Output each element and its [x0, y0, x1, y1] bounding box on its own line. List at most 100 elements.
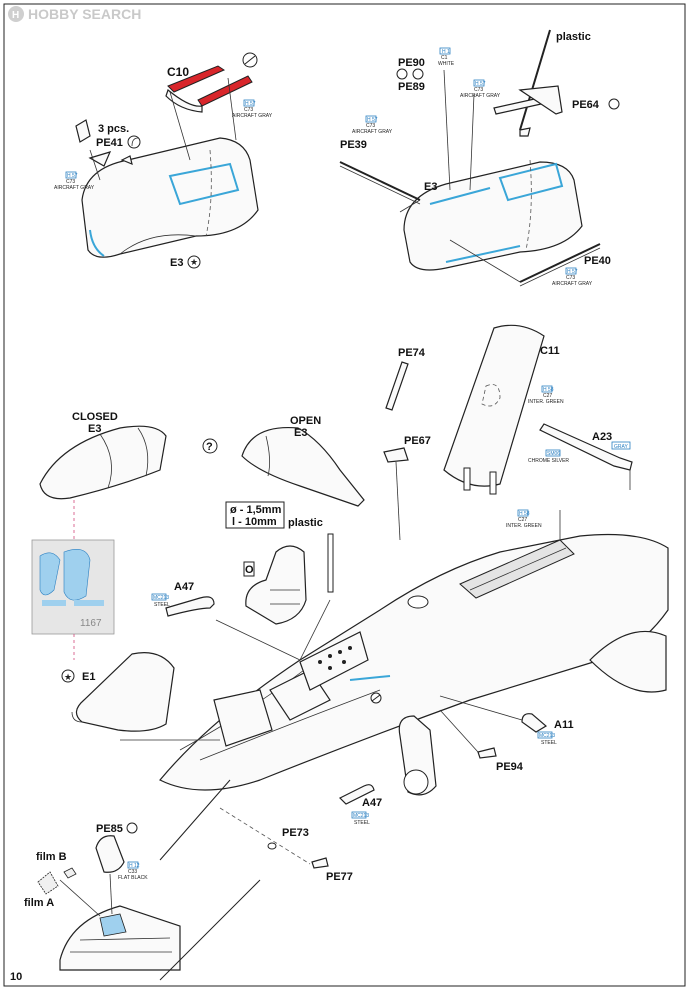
color-callout-aircraft-gray-pe89: H 57 C73 AIRCRAFT GRAY	[460, 79, 501, 99]
canopy-e1	[75, 652, 175, 732]
lower-parts: A11 MC213 STEEL PE94 A47 MC213 STEEL PE7…	[24, 695, 574, 981]
label-pe73: PE73	[282, 827, 309, 839]
label-a47-bottom: A47	[362, 797, 382, 809]
svg-text:H 58: H 58	[543, 387, 554, 393]
svg-text:H 1: H 1	[442, 49, 450, 55]
svg-text:STEEL: STEEL	[154, 602, 170, 608]
color-callout-white-pe90: H 1 C1 WHITE	[438, 47, 455, 67]
label-e3-top-left: E3	[170, 257, 183, 269]
decal-number: 1167	[80, 618, 102, 629]
c10-rail-rear	[197, 75, 253, 107]
svg-text:AIRCRAFT GRAY: AIRCRAFT GRAY	[232, 113, 273, 119]
label-pe74: PE74	[398, 347, 426, 359]
cockpit-tub	[213, 689, 273, 747]
svg-text:AIRCRAFT GRAY: AIRCRAFT GRAY	[352, 129, 393, 135]
svg-text:H: H	[12, 10, 19, 21]
svg-text:C1: C1	[441, 55, 448, 61]
pe94-part	[477, 747, 497, 759]
svg-text:INTER. GREEN: INTER. GREEN	[528, 399, 564, 405]
svg-text:H 57: H 57	[475, 81, 486, 87]
cockpit-detail	[59, 905, 181, 971]
color-callout-aircraft-gray-c10: H 57 C73 AIRCRAFT GRAY	[232, 99, 273, 119]
label-film-a: film A	[24, 897, 54, 909]
bend-arrow-icon	[126, 822, 138, 834]
svg-text:MC213: MC213	[153, 595, 169, 601]
color-callout-inter-green-c11: H 58 C27 INTER. GREEN	[528, 385, 564, 405]
fuselage-panel	[459, 539, 575, 599]
label-closed-e3: E3	[88, 423, 101, 435]
label-open-e3: E3	[294, 427, 307, 439]
a47-bottom-part	[338, 784, 375, 805]
color-callout-flat-black-pe85: H 12 C33 FLAT BLACK	[118, 861, 148, 881]
seat-option-box	[243, 561, 255, 577]
c10-rail-front	[167, 65, 226, 93]
label-plastic-top: plastic	[556, 31, 591, 43]
svg-text:H 57: H 57	[367, 117, 378, 123]
sanding-circle-icon-slash	[244, 55, 256, 65]
top-left-assembly: C10 3 pcs. PE41 E3 ★ H 57 C73 AIRCRAFT G…	[54, 52, 273, 269]
middle-assembly: CLOSED E3 1167 ★ E1 ? OPEN E3 ø - 1,5mm …	[31, 324, 633, 732]
label-pe89: PE89	[398, 81, 425, 93]
svg-text:STEEL: STEEL	[541, 740, 557, 746]
pe74-part	[385, 361, 409, 411]
bend-arrow-icon	[396, 68, 408, 80]
color-callout-aircraft-gray-pe40: H 57 C73 AIRCRAFT GRAY	[552, 267, 593, 287]
plastic-rod-top	[519, 29, 551, 131]
a47-left-part	[165, 596, 215, 617]
label-e1: E1	[82, 671, 95, 683]
label-closed: CLOSED	[72, 411, 118, 423]
cement-star-icon	[187, 255, 201, 269]
label-plastic-mid: plastic	[288, 517, 323, 529]
a11-part	[521, 713, 548, 733]
svg-text:C73: C73	[66, 179, 75, 185]
svg-text:C27: C27	[518, 517, 527, 523]
canopy-open	[241, 426, 365, 507]
label-open: OPEN	[290, 415, 321, 427]
top-right-assembly: PE90 PE89 plastic PE64 PE39 E3 PE40 H 1 …	[339, 29, 620, 287]
label-pe64: PE64	[572, 99, 600, 111]
question-icon	[202, 438, 218, 454]
seat-option-mark: O	[245, 564, 254, 576]
c11-part	[443, 324, 545, 487]
svg-text:★: ★	[64, 673, 72, 683]
pe40-strip	[519, 243, 601, 283]
page-number: 10	[10, 971, 22, 983]
svg-text:MC213: MC213	[539, 733, 555, 739]
svg-text:FLAT BLACK: FLAT BLACK	[118, 875, 148, 881]
color-callout-inter-green-fuselage: H 58 C27 INTER. GREEN	[506, 509, 542, 529]
label-a23: A23	[592, 431, 612, 443]
svg-text:CHROME SILVER: CHROME SILVER	[528, 458, 569, 464]
film-b-piece	[63, 867, 77, 879]
fuselage	[159, 510, 669, 796]
label-a11: A11	[554, 719, 574, 731]
svg-text:H 57: H 57	[67, 173, 78, 179]
film-a-piece	[37, 871, 59, 895]
bend-arrow-icon	[127, 135, 141, 149]
page-frame	[3, 3, 686, 987]
svg-text:SM06: SM06	[547, 451, 560, 457]
svg-text:C73: C73	[366, 123, 375, 129]
svg-text:H 58: H 58	[519, 511, 530, 517]
svg-text:AIRCRAFT GRAY: AIRCRAFT GRAY	[552, 281, 593, 287]
gray-tag-box	[611, 441, 631, 450]
label-3pcs: 3 pcs.	[98, 123, 129, 135]
svg-text:C33: C33	[128, 869, 137, 875]
svg-text:WHITE: WHITE	[438, 61, 455, 67]
svg-text:H 57: H 57	[245, 101, 256, 107]
color-callout-steel-a11: MC213 STEEL	[537, 731, 557, 746]
c10-part	[165, 88, 203, 113]
svg-text:H 12: H 12	[129, 863, 140, 869]
svg-text:AIRCRAFT GRAY: AIRCRAFT GRAY	[54, 185, 95, 191]
label-pe41: PE41	[96, 137, 123, 149]
svg-text:STEEL: STEEL	[354, 820, 370, 826]
pe77-part	[311, 857, 329, 869]
fuselage-port	[407, 595, 429, 609]
label-pe90: PE90	[398, 57, 425, 69]
svg-text:C73: C73	[566, 275, 575, 281]
film-decal-sheet: 1167	[31, 539, 115, 635]
cement-star-icon	[61, 669, 75, 683]
label-pe40: PE40	[584, 255, 611, 267]
label-pe85: PE85	[96, 823, 123, 835]
question-mark: ?	[206, 441, 213, 453]
label-film-b: film B	[36, 851, 67, 863]
